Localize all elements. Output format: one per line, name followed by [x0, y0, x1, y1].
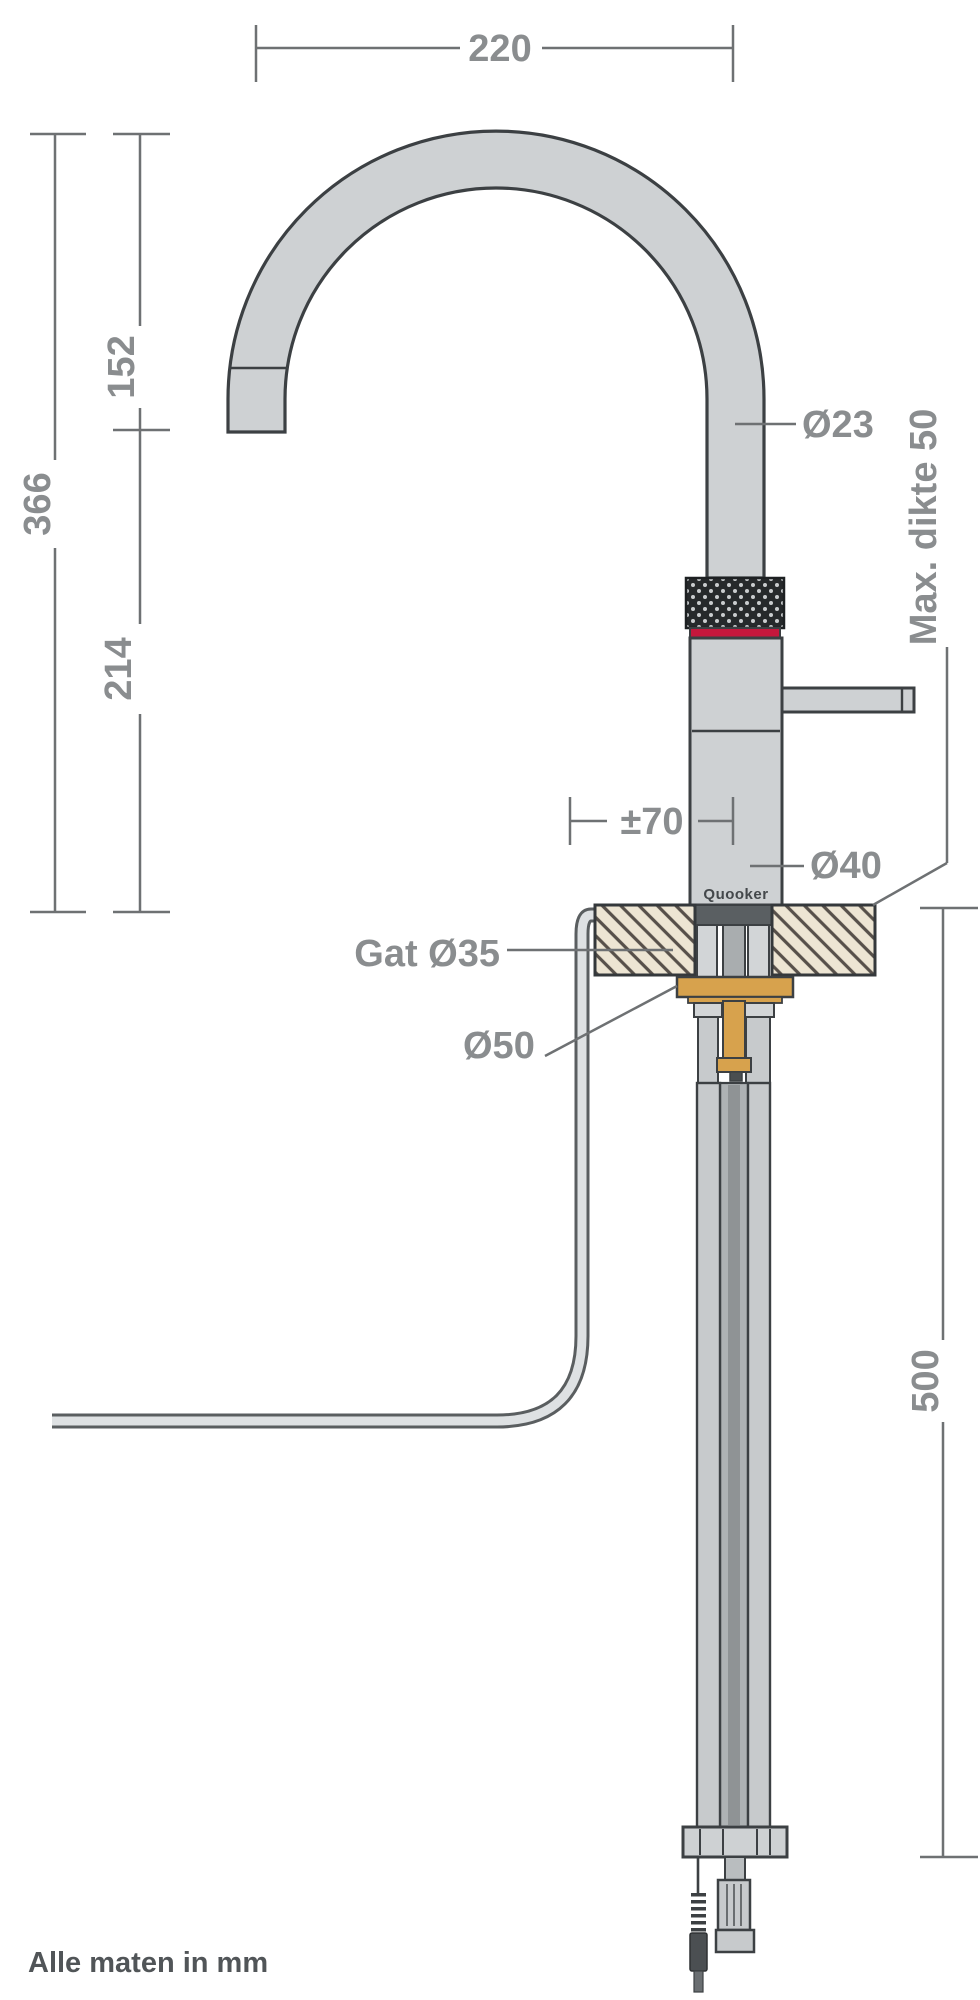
dim-label-outlet-to-counter: 214 — [98, 637, 140, 700]
knurled-ring — [684, 576, 786, 630]
dim-label-base-plate-diameter: Ø50 — [463, 1025, 535, 1067]
cable-plug-tip — [693, 1970, 704, 1993]
dim-label-height-total: 366 — [17, 472, 59, 535]
connector-cap — [714, 1928, 756, 1954]
handle-lever — [780, 686, 916, 714]
hose-tube-right — [746, 1081, 772, 1829]
mounting-nut — [681, 1825, 789, 1859]
hose-core — [52, 910, 598, 1426]
countertop-right-section — [770, 903, 877, 977]
cable-rib — [691, 1914, 706, 1918]
hose-tube-left — [695, 1081, 722, 1829]
spout-tube — [226, 129, 766, 580]
cable-rib — [691, 1907, 706, 1911]
shank-tube-left — [696, 924, 718, 978]
countertop-left-section — [593, 903, 697, 977]
dim-label-spout-reach: 220 — [468, 28, 531, 70]
shank-tube-right — [747, 924, 770, 978]
dim-label-top-to-outlet: 152 — [101, 335, 143, 398]
cable-rib — [691, 1921, 706, 1925]
dimension-handle-offset — [568, 797, 735, 845]
dimension-under-counter-length — [920, 906, 978, 1859]
footer-note: Alle maten in mm — [28, 1947, 268, 1979]
faucet-body: Quooker — [684, 576, 916, 907]
cable-plug — [689, 1932, 708, 1972]
cable-rib — [691, 1900, 706, 1904]
collar-left — [693, 1002, 723, 1018]
dimension-height-total — [30, 132, 86, 914]
upper-tube-right — [745, 1016, 771, 1084]
brass-stud — [722, 1000, 746, 1062]
leader-max-counter-thickness — [872, 647, 949, 907]
brass-stud-collar — [716, 1057, 752, 1073]
countertop — [593, 903, 877, 978]
dimension-height-split — [113, 132, 170, 914]
dim-label-body-diameter: Ø40 — [810, 845, 882, 887]
threaded-stub — [724, 1856, 746, 1881]
cable-rib — [691, 1893, 706, 1897]
spout — [226, 129, 766, 580]
brand-logo-text: Quooker — [703, 886, 768, 903]
collar-right — [741, 1002, 775, 1018]
brass-mounting-plate — [675, 975, 795, 999]
tap-shank-in-hole — [696, 924, 770, 978]
power-cable — [689, 1857, 708, 1993]
dim-label-under-counter-length: 500 — [905, 1349, 947, 1412]
base-clamp-block — [694, 904, 773, 926]
dimension-spout-reach — [254, 25, 735, 82]
shank-threaded-core — [722, 924, 746, 978]
supply-tubes — [695, 1081, 772, 1829]
flexible-hose — [52, 907, 598, 1429]
dim-label-max-counter-thickness: Max. dikte 50 — [903, 409, 945, 646]
stud-tip — [729, 1071, 743, 1082]
dim-label-spout-diameter: Ø23 — [802, 404, 874, 446]
lower-fittings — [681, 1825, 789, 1993]
cable-rib — [691, 1928, 706, 1932]
leader-line — [872, 861, 948, 907]
leader-base-plate-diameter — [544, 984, 678, 1058]
dim-label-hole-diameter: Gat Ø35 — [354, 933, 500, 975]
upper-tube-left — [697, 1016, 719, 1084]
center-tube-shadow — [728, 1085, 740, 1825]
body-column — [688, 636, 784, 907]
dim-label-handle-offset: ±70 — [620, 801, 683, 843]
